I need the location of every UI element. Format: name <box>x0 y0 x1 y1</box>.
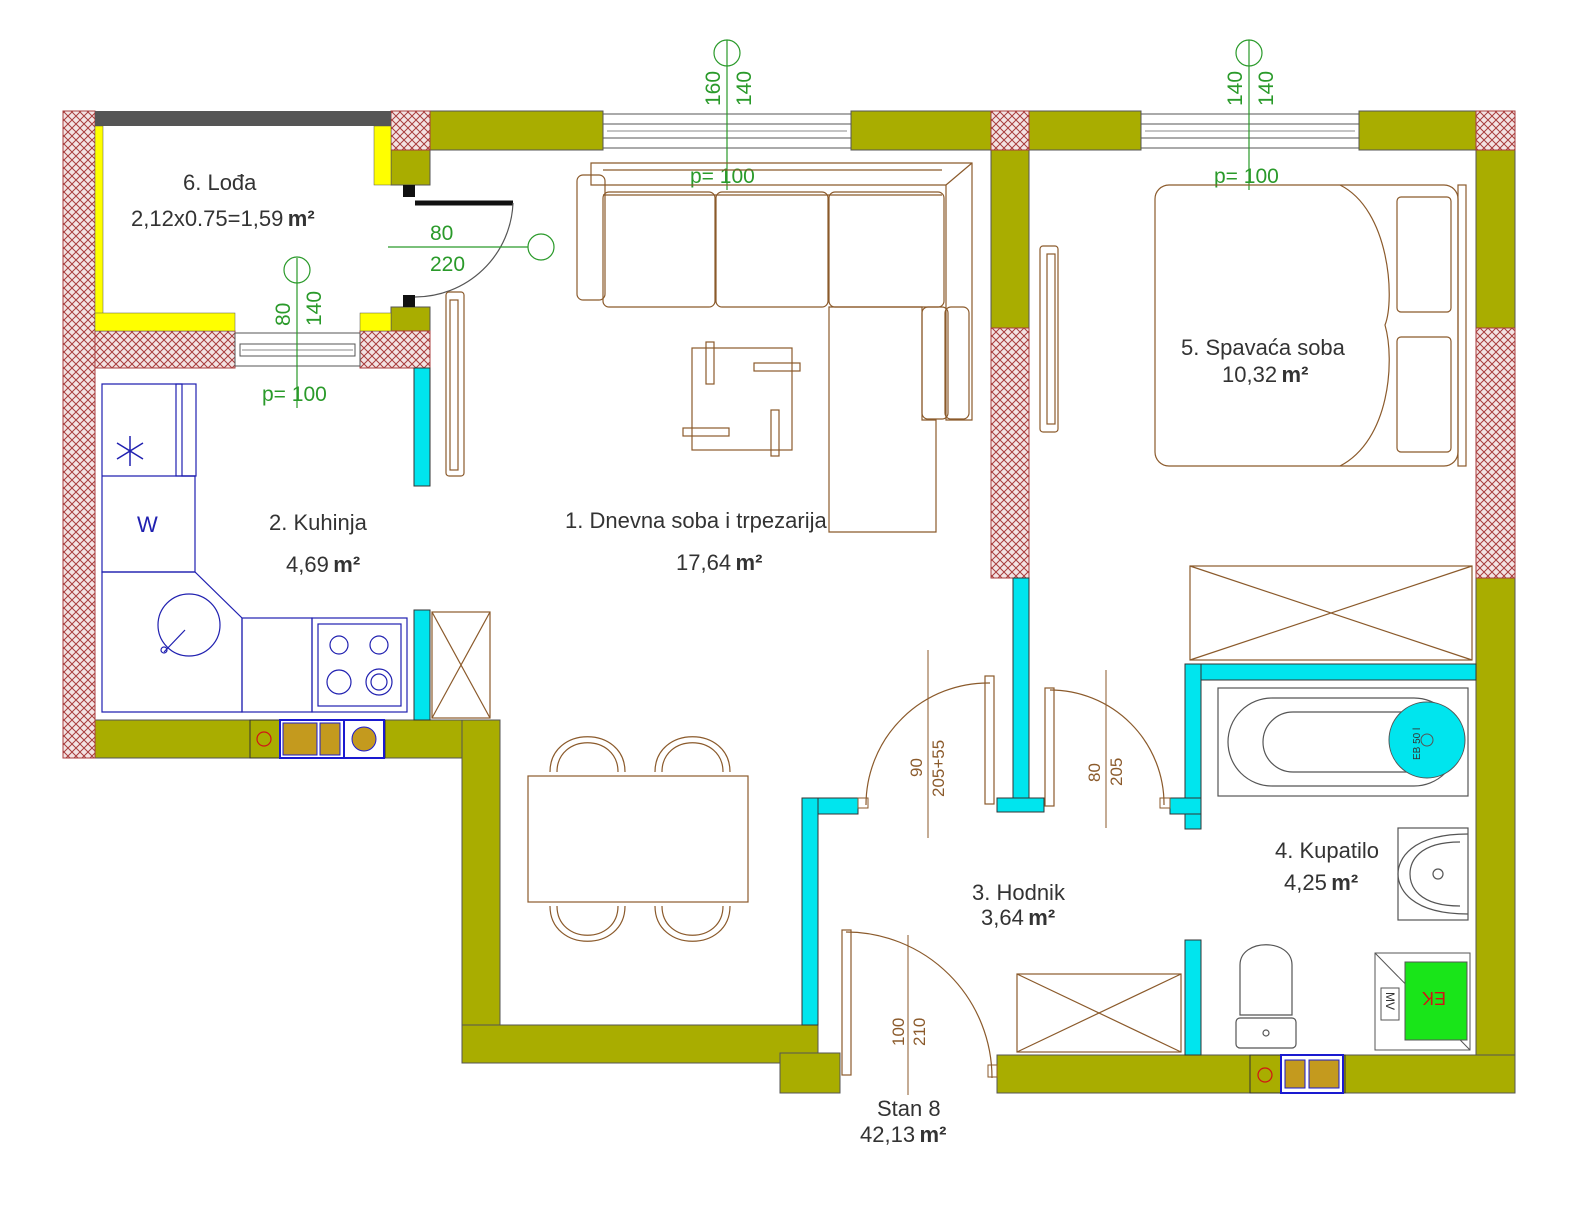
wall-top-living-a <box>429 110 604 151</box>
partition-bath-left <box>1184 663 1202 830</box>
sink-icon <box>157 593 221 657</box>
window-bedroom-sill: p= 100 <box>1214 165 1279 188</box>
partition-bath-left-foot <box>1169 797 1202 815</box>
wall-top-bedroom-a <box>1028 110 1142 151</box>
fridge-icon <box>116 436 144 466</box>
wall-right-upper <box>1475 149 1516 329</box>
window-living-sill: p= 100 <box>690 165 755 188</box>
window-living: 160 140 p= 100 <box>602 39 852 190</box>
room-living-name: 1. Dnevna soba i trpezarija <box>565 508 827 533</box>
room-bedroom-name: 5. Spavaća soba <box>1181 335 1346 360</box>
wall-top-living-b <box>850 110 992 151</box>
window-bedroom: 140 140 p= 100 <box>1140 39 1360 190</box>
brick-right-mid <box>1475 327 1516 579</box>
stove-icon <box>326 635 393 696</box>
partition-walls <box>413 367 1477 1056</box>
window-bedroom-width: 140 <box>1224 71 1247 106</box>
room-living-area: 17,64 m² <box>676 550 762 575</box>
brick-mid-lower <box>990 327 1030 579</box>
partition-hall-left <box>801 797 819 1026</box>
loggia-ledge-pier-top <box>373 125 392 186</box>
room-kitchen-area: 4,69 m² <box>286 552 360 577</box>
window-kitchen: 80 140 p= 100 <box>234 256 361 408</box>
door-bedroom-height: 205 <box>1107 758 1126 786</box>
brick-left <box>62 110 96 759</box>
apartment-name: Stan 8 <box>877 1096 941 1121</box>
tv-stand-living <box>445 291 465 477</box>
wall-top-bedroom-b <box>1358 110 1477 151</box>
brick-loggia-corner <box>390 110 431 151</box>
door-living-width: 90 <box>907 758 926 777</box>
coffee-table <box>682 341 801 457</box>
room-loggia-area: 2,12x0.75=1,59 m² <box>131 206 315 231</box>
balcony-door-width: 80 <box>430 222 453 245</box>
bed <box>1154 184 1467 467</box>
toilet <box>1235 944 1297 1049</box>
balcony-door-height: 220 <box>430 253 465 276</box>
partition-bath-top <box>1184 663 1477 681</box>
partition-hall-mid-foot <box>996 797 1045 813</box>
wall-dining-bottom <box>461 1024 819 1064</box>
tv-stand-bedroom <box>1039 245 1059 433</box>
apartment-area: 42,13 m² <box>860 1122 946 1147</box>
sofa <box>576 162 973 533</box>
wardrobe-bedroom <box>1189 565 1473 661</box>
heater-box: EK MV <box>1374 952 1471 1051</box>
loggia-ledge-left <box>94 125 104 332</box>
heater-label: EK <box>1422 988 1446 1008</box>
window-kitchen-sill: p= 100 <box>262 383 327 406</box>
wall-entry-left <box>779 1052 841 1094</box>
door-living-hall: 90 205+55 <box>857 650 995 838</box>
brick-top-right <box>1475 110 1516 151</box>
wardrobe-hall <box>1016 973 1182 1053</box>
room-loggia-name: 6. Lođa <box>183 170 257 195</box>
door-entrance-height: 210 <box>910 1018 929 1046</box>
partition-kitchen-upper <box>413 367 431 487</box>
loggia-ledge-bottom <box>94 312 236 332</box>
meter-label: MV <box>1383 992 1397 1010</box>
wall-loggia-pier-bottom <box>390 306 431 332</box>
room-bathroom-name: 4. Kupatilo <box>1275 838 1379 863</box>
room-hall-area: 3,64 m² <box>981 905 1055 930</box>
room-bedroom-area: 10,32 m² <box>1222 362 1308 387</box>
pantry-kitchen <box>431 611 491 719</box>
room-kitchen-name: 2. Kuhinja <box>269 510 368 535</box>
loggia-rail <box>95 111 391 126</box>
brick-loggia-parapet-left <box>94 330 236 369</box>
loggia-ledge-pier-bottom <box>359 312 392 332</box>
door-bedroom-hall: 80 205 <box>1044 670 1171 828</box>
brick-walls <box>62 110 1516 759</box>
window-kitchen-height: 140 <box>303 291 326 326</box>
washbasin <box>1397 827 1469 921</box>
wall-dining-left <box>461 719 501 1064</box>
door-entrance-width: 100 <box>889 1018 908 1046</box>
wall-right-lower <box>1475 577 1516 1094</box>
room-hall-name: 3. Hodnik <box>972 880 1066 905</box>
window-kitchen-width: 80 <box>272 303 295 326</box>
window-living-height: 140 <box>733 71 756 106</box>
wall-mid-upper <box>990 149 1030 329</box>
window-living-width: 160 <box>702 71 725 106</box>
dining-table <box>527 736 749 942</box>
window-bedroom-height: 140 <box>1255 71 1278 106</box>
kitchen-units <box>101 383 408 713</box>
partition-hall-mid <box>1012 577 1030 799</box>
door-bedroom-width: 80 <box>1085 763 1104 782</box>
brick-top-mid <box>990 110 1030 151</box>
room-bathroom-area: 4,25 m² <box>1284 870 1358 895</box>
partition-kitchen-lower <box>413 609 431 721</box>
shaft-kitchen <box>249 719 386 759</box>
washer-label: W <box>137 512 158 537</box>
door-entrance: 100 210 <box>841 929 998 1095</box>
brick-loggia-parapet-right <box>359 330 431 369</box>
partition-bath-lower <box>1184 939 1202 1056</box>
boiler: EB 50 l <box>1388 701 1466 779</box>
wall-loggia-pier-top <box>390 149 431 186</box>
door-living-height: 205+55 <box>929 740 948 797</box>
balcony-door: 80 220 <box>388 185 555 307</box>
shaft-bathroom <box>1249 1054 1346 1094</box>
boiler-label: EB 50 l <box>1412 728 1423 760</box>
